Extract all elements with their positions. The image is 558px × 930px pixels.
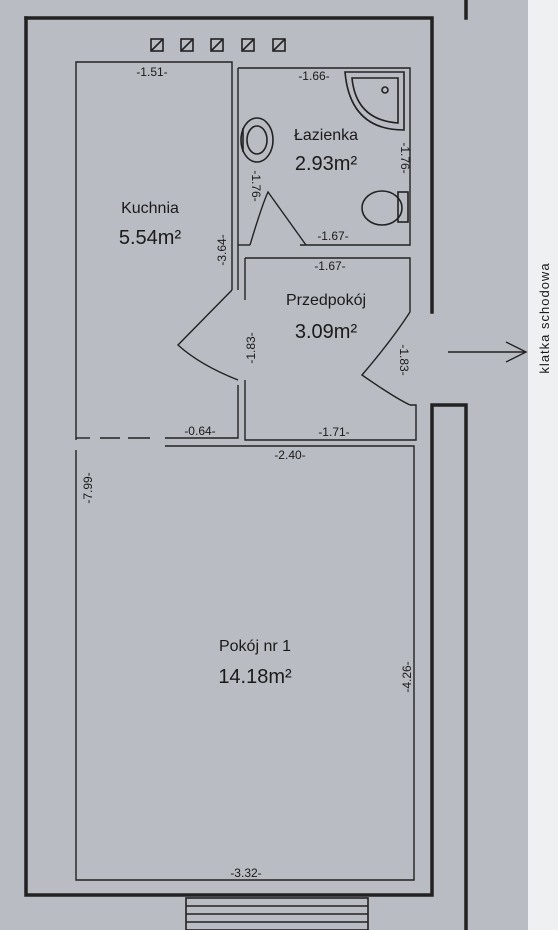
dim-room-right: -4.26- bbox=[400, 661, 414, 692]
dim-bath-right: -1.76- bbox=[398, 142, 412, 173]
dim-bath-top: -1.66- bbox=[298, 69, 329, 83]
room-name-kuchnia: Kuchnia bbox=[121, 200, 179, 217]
room-area-przedpokoj: 3.09m² bbox=[295, 321, 358, 343]
room-area-kuchnia: 5.54m² bbox=[119, 227, 182, 249]
room-area-lazienka: 2.93m² bbox=[295, 153, 358, 175]
dim-bath-bottom: -1.67- bbox=[317, 229, 348, 243]
ventilation-grilles bbox=[150, 38, 286, 52]
dim-kitchen-right: -3.64- bbox=[215, 234, 229, 265]
sink bbox=[240, 117, 274, 163]
interior-walls bbox=[75, 61, 417, 881]
doors bbox=[176, 190, 411, 406]
exit-arrow bbox=[448, 341, 528, 363]
stairwell-label: klatka schodowa bbox=[537, 262, 552, 373]
dim-bath-left: -1.76- bbox=[249, 170, 263, 201]
room-name-lazienka: Łazienka bbox=[294, 127, 358, 144]
entrance-steps bbox=[185, 897, 369, 930]
dim-kitchen-top: -1.51- bbox=[136, 65, 167, 79]
bathroom-fixtures bbox=[240, 71, 409, 226]
paper-edge bbox=[528, 0, 558, 930]
dim-kitchen-bottom: -0.64- bbox=[184, 424, 215, 438]
dim-hall-top: -1.67- bbox=[314, 259, 345, 273]
dim-room-top: -2.40- bbox=[274, 448, 305, 462]
dim-hall-left: -1.83- bbox=[244, 332, 258, 363]
room-area-pokoj: 14.18m² bbox=[218, 666, 292, 688]
room-name-przedpokoj: Przedpokój bbox=[286, 292, 366, 309]
dim-room-bottom: -3.32- bbox=[230, 866, 261, 880]
room-name-pokoj: Pokój nr 1 bbox=[219, 638, 291, 655]
toilet bbox=[361, 190, 403, 226]
outer-walls bbox=[24, 0, 468, 930]
dim-outer-left: -7.99- bbox=[81, 472, 95, 503]
bathtub bbox=[344, 71, 405, 131]
dim-hall-right: -1.83- bbox=[397, 344, 411, 375]
dim-hall-bottom: -1.71- bbox=[318, 425, 349, 439]
